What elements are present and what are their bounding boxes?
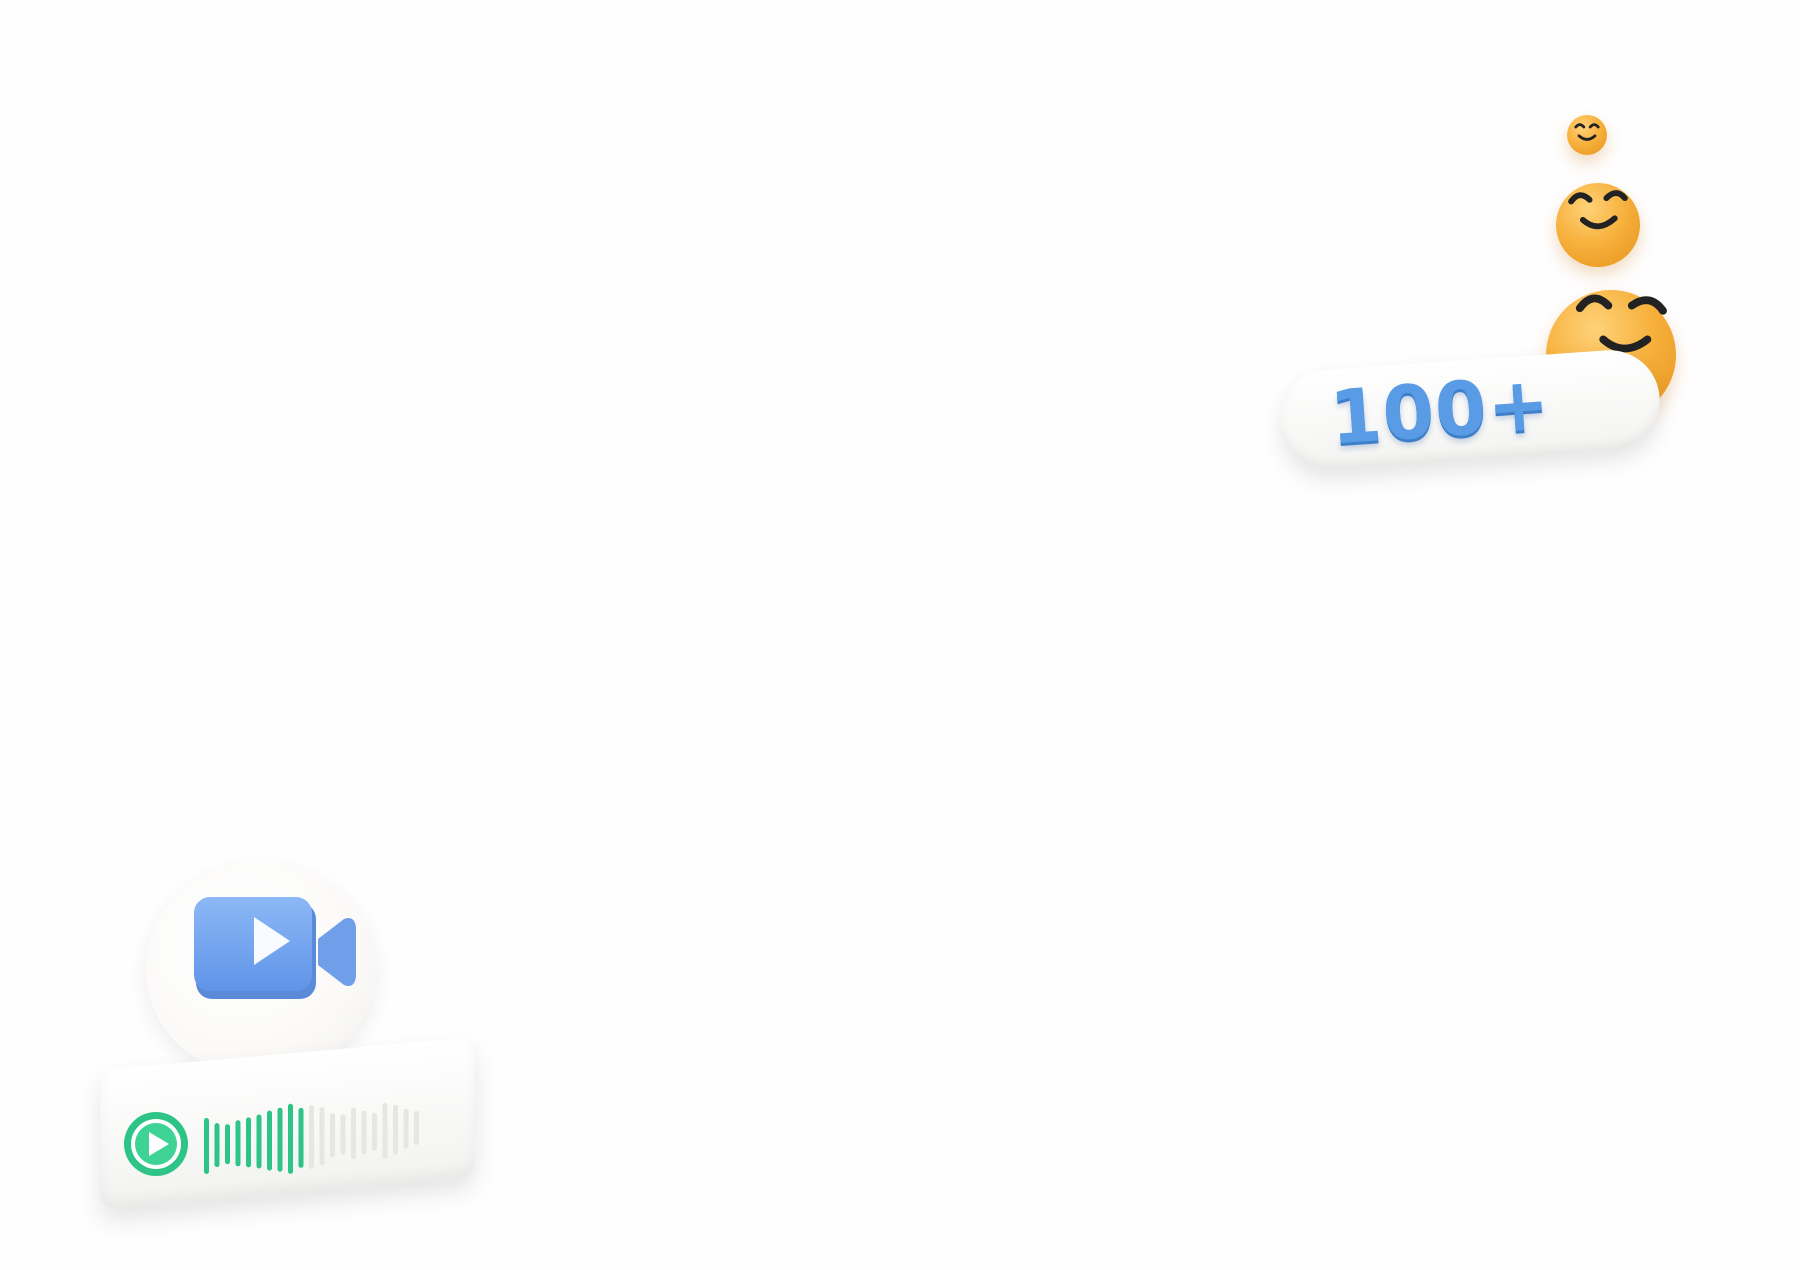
- waveform-bar: [225, 1124, 230, 1165]
- waveform-bar: [414, 1111, 419, 1145]
- waveform-bar: [361, 1110, 367, 1155]
- waveform-bar: [288, 1103, 293, 1174]
- waveform-bar: [382, 1102, 388, 1159]
- waveform-bar: [393, 1104, 398, 1155]
- waveform-bar: [319, 1107, 325, 1166]
- smiling-face-icon: [1556, 183, 1640, 267]
- waveform-bar: [256, 1114, 262, 1169]
- waveform-bar: [277, 1107, 283, 1172]
- waveform-bar: [267, 1110, 272, 1171]
- smiling-face-icon: [1567, 115, 1607, 155]
- video-camera-play-icon[interactable]: [192, 895, 362, 1015]
- waveform-bar: [330, 1113, 335, 1158]
- reaction-count-label: 100+: [1327, 360, 1554, 462]
- waveform-bar: [309, 1105, 314, 1169]
- waveform-bar: [246, 1117, 251, 1168]
- waveform-bar: [298, 1107, 304, 1168]
- waveform-bar: [214, 1123, 220, 1168]
- waveform-bar: [372, 1112, 377, 1151]
- waveform-bar: [235, 1120, 241, 1167]
- waveform-bar: [351, 1107, 356, 1160]
- waveform-bar: [340, 1114, 346, 1155]
- play-icon[interactable]: [122, 1110, 190, 1178]
- waveform-bar: [204, 1118, 209, 1174]
- audio-waveform-icon[interactable]: [200, 1090, 440, 1190]
- waveform-bar: [403, 1108, 409, 1149]
